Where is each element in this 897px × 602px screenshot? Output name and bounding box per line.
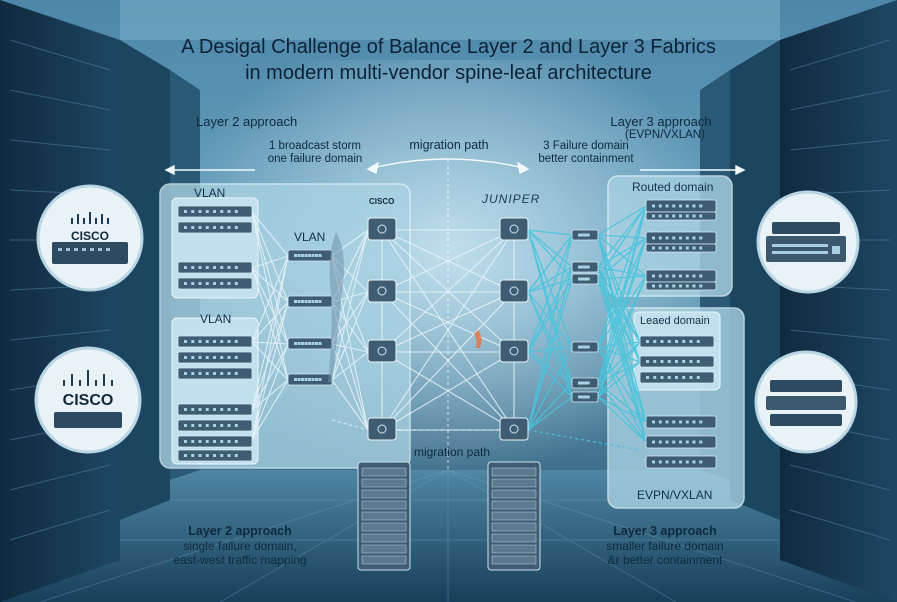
left-switch xyxy=(177,205,253,218)
access-switch xyxy=(287,337,333,350)
leaed-switch xyxy=(639,355,715,368)
vlan-switch-stacks xyxy=(177,205,333,462)
access-switch xyxy=(287,249,333,262)
access-switch xyxy=(287,373,333,386)
leaf-switch xyxy=(571,377,599,389)
footer-left-line3: east-west traffic mapping xyxy=(173,553,307,567)
routed-switch xyxy=(645,269,717,283)
device-badge-top-right xyxy=(756,190,860,294)
bottom-server-left xyxy=(357,461,411,571)
vlan-label-bottom: VLAN xyxy=(200,312,232,326)
left-switch xyxy=(177,335,253,348)
left-switch xyxy=(177,221,253,234)
left-switch xyxy=(177,419,253,432)
juniper-label: JUNIPER xyxy=(482,192,541,206)
right-note-line1: 3 Failure domain xyxy=(543,140,629,152)
left-heading: Layer 2 approach xyxy=(196,114,298,129)
evpn-switch xyxy=(645,415,717,429)
leaf-switch xyxy=(571,391,599,403)
fabric-switch-node xyxy=(499,279,529,303)
routed-switch xyxy=(645,211,717,221)
cisco-small-label: CISCO xyxy=(369,197,395,206)
left-switch xyxy=(177,277,253,290)
left-note-line1: 1 broadcast storm xyxy=(268,140,362,152)
leaf-switch xyxy=(571,229,599,241)
left-switch xyxy=(177,403,253,416)
person-silhouette xyxy=(328,232,344,382)
footer-right-line1: Layer 3 approach xyxy=(613,524,717,538)
leaf-switch xyxy=(571,341,599,353)
evpn-vxlan-label: EVPN/VXLAN xyxy=(637,488,713,502)
device-badge-bottom-right xyxy=(754,350,858,454)
right-heading-line2: (EVPN/VXLAN) xyxy=(625,129,705,141)
leaed-switch xyxy=(639,335,715,348)
left-switch xyxy=(177,367,253,380)
bottom-server-right xyxy=(487,461,541,571)
evpn-switch xyxy=(645,435,717,449)
title-line-1: A Desigal Challenge of Balance Layer 2 a… xyxy=(181,36,716,58)
footer-right-line2: smaller failure domain xyxy=(606,539,724,553)
footer-right-line3: &r better containment xyxy=(607,553,723,567)
cisco-badge-top xyxy=(36,184,144,292)
fabric-switch-node xyxy=(367,417,397,441)
leaed-domain-label: Leaed domain xyxy=(640,315,710,327)
routed-switch xyxy=(645,199,717,213)
left-switch xyxy=(177,449,253,462)
routed-switch xyxy=(645,243,717,253)
routed-switch-stacks xyxy=(571,199,717,469)
left-note-line2: one failure domain xyxy=(267,153,363,165)
right-heading-line1: Layer 3 approach xyxy=(610,114,712,129)
left-switch xyxy=(177,435,253,448)
access-switch xyxy=(287,295,333,308)
left-switch xyxy=(177,351,253,364)
fabric-switch-node xyxy=(367,217,397,241)
vlan-label-middle: VLAN xyxy=(294,230,326,244)
fabric-switch-node xyxy=(367,279,397,303)
footer-left-line2: single failure domain, xyxy=(183,539,297,553)
arrows xyxy=(164,158,746,176)
routed-domain-label: Routed domain xyxy=(632,180,714,194)
routed-switch xyxy=(645,231,717,245)
leaed-switch xyxy=(639,371,715,384)
fabric-links-highlight xyxy=(527,205,647,451)
cisco-badge-top-label: CISCO xyxy=(70,229,109,243)
migration-path-top: migration path xyxy=(409,138,489,152)
spine-leaf-nodes xyxy=(367,217,529,441)
vlan-label-top: VLAN xyxy=(194,186,226,200)
fabric-switch-node xyxy=(499,417,529,441)
leaf-switch xyxy=(571,273,599,285)
ceiling-band xyxy=(120,0,780,40)
right-note-line2: better containment xyxy=(538,153,634,165)
routed-switch xyxy=(645,281,717,291)
fabric-switch-node xyxy=(499,217,529,241)
fabric-switch-node xyxy=(499,339,529,363)
leaf-switch xyxy=(571,261,599,273)
footer-left-line1: Layer 2 approach xyxy=(188,524,292,538)
accent-flare xyxy=(474,330,482,348)
migration-path-bottom: migration path xyxy=(413,445,491,459)
cisco-badge-bottom-label: CISCO xyxy=(62,392,114,409)
fabric-switch-node xyxy=(367,339,397,363)
title-line-2: in modern multi-vendor spine-leaf archit… xyxy=(245,62,652,84)
left-switch xyxy=(177,261,253,274)
evpn-switch xyxy=(645,455,717,469)
cisco-badge-bottom xyxy=(34,346,142,454)
